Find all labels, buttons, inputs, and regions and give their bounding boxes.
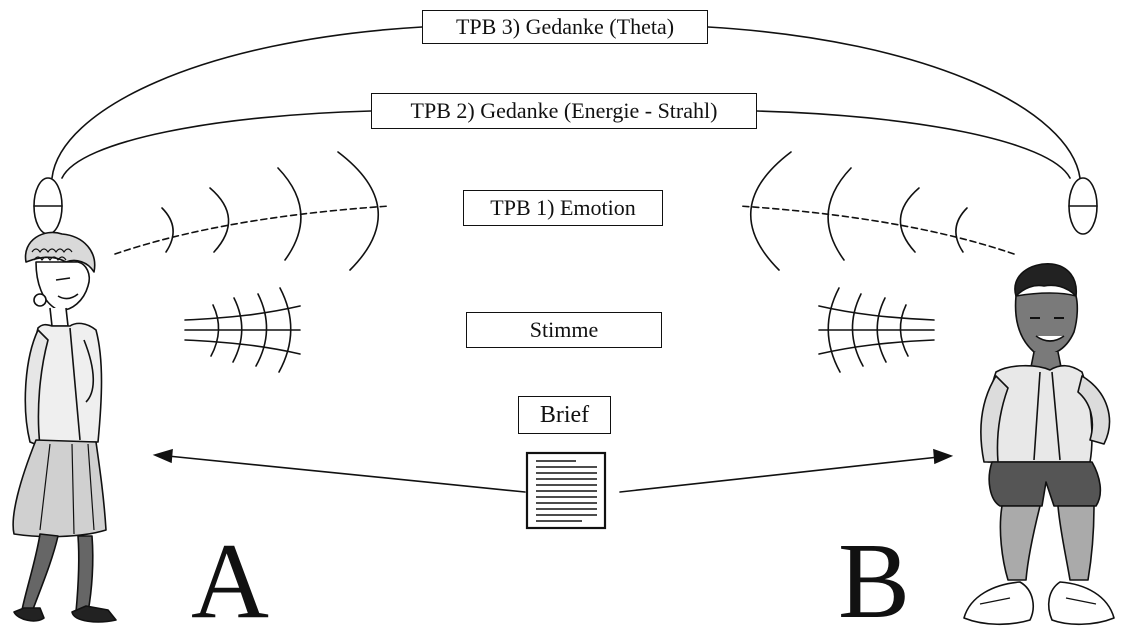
emotion-wave-right — [738, 151, 1015, 271]
channel-box-letter: Brief — [518, 396, 611, 434]
person-b-figure — [963, 263, 1115, 626]
tpb3-arc-left — [51, 26, 423, 179]
voice-wave-right — [818, 287, 935, 373]
person-b-label: B — [838, 522, 911, 641]
tpb3-arc-right — [707, 26, 1081, 179]
channel-box-voice: Stimme — [466, 312, 662, 348]
channel-box-tpb3-thought-theta: TPB 3) Gedanke (Theta) — [422, 10, 708, 44]
tpb2-arc-left — [61, 110, 372, 179]
tpb2-arc-right — [756, 110, 1071, 179]
channel-box-tpb1-emotion: TPB 1) Emotion — [463, 190, 663, 226]
head-oval-left — [33, 177, 63, 235]
head-oval-right — [1068, 177, 1098, 235]
person-a-figure — [12, 231, 117, 623]
letter-document-icon — [525, 451, 607, 530]
letter-arrow-left — [152, 448, 526, 493]
person-a-label: A — [191, 522, 269, 641]
emotion-wave-left — [114, 151, 391, 271]
letter-arrow-right — [619, 448, 954, 493]
channel-box-tpb2-thought-energy: TPB 2) Gedanke (Energie - Strahl) — [371, 93, 757, 129]
voice-wave-left — [184, 287, 301, 373]
